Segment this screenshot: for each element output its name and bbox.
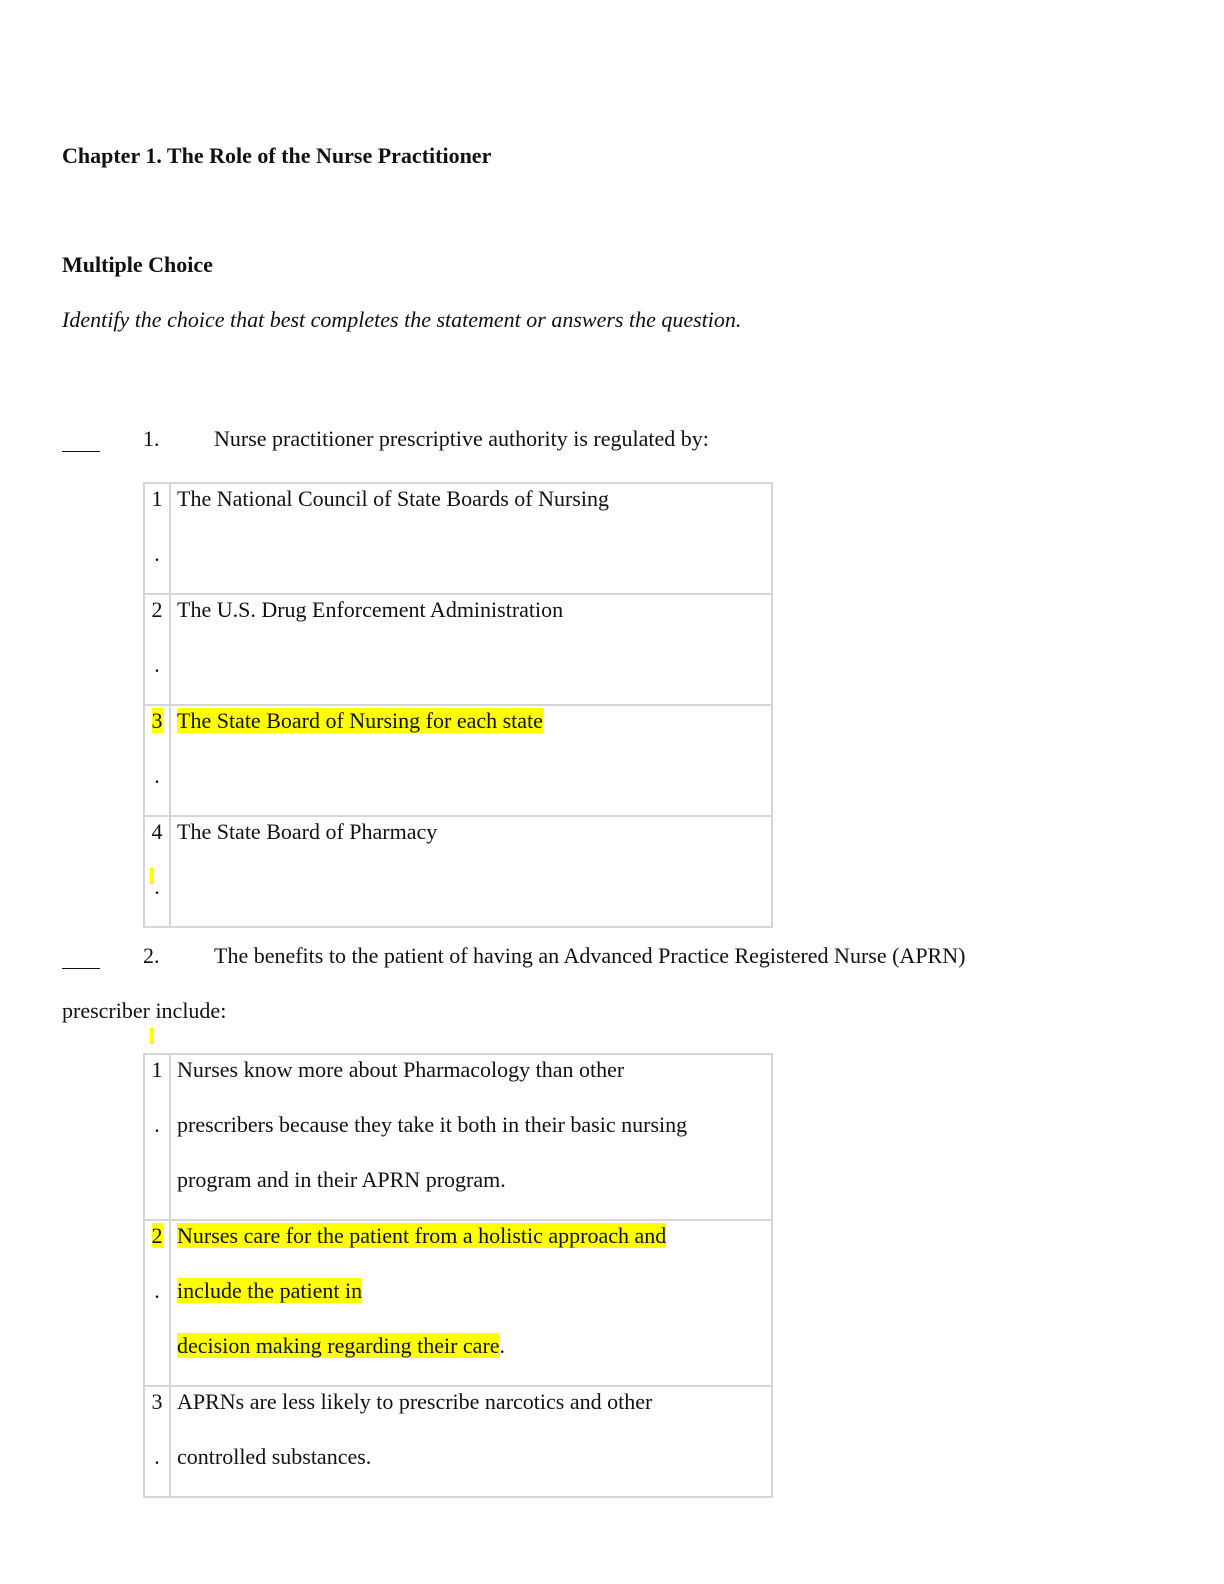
choice-dot: . bbox=[154, 763, 160, 788]
answer-blank-1[interactable] bbox=[62, 451, 100, 452]
choice-number: 1 bbox=[151, 486, 163, 511]
choice-row[interactable]: 4. The State Board of Pharmacy bbox=[143, 815, 773, 928]
choice-text-line-highlighted: Nurses care for the patient from a holis… bbox=[177, 1223, 667, 1248]
choice-row[interactable]: 2. The U.S. Drug Enforcement Administrat… bbox=[143, 593, 773, 706]
choice-text-line-highlighted: include the patient in bbox=[177, 1278, 363, 1303]
choice-number: 2 bbox=[151, 1223, 163, 1248]
choice-number: 3 bbox=[151, 708, 163, 733]
instructions: Identify the choice that best completes … bbox=[62, 307, 742, 332]
choice-number: 4 bbox=[151, 819, 163, 844]
choice-text-line: APRNs are less likely to prescribe narco… bbox=[177, 1389, 653, 1414]
choice-dot: . bbox=[154, 652, 160, 677]
choice-row-correct[interactable]: 3. The State Board of Nursing for each s… bbox=[143, 704, 773, 817]
choice-text-line: controlled substances. bbox=[177, 1444, 372, 1469]
choice-text-line: Nurses know more about Pharmacology than… bbox=[177, 1057, 625, 1082]
choice-dot: . bbox=[154, 1444, 160, 1469]
section-title: Multiple Choice bbox=[62, 252, 213, 277]
choices-table-1: 1. The National Council of State Boards … bbox=[143, 482, 773, 928]
choice-number: 2 bbox=[151, 597, 163, 622]
choice-number: 1 bbox=[151, 1057, 163, 1082]
choice-text-highlighted: The State Board of Nursing for each stat… bbox=[177, 708, 543, 733]
choice-text: The U.S. Drug Enforcement Administration bbox=[177, 597, 564, 622]
question-number: 2. bbox=[143, 943, 160, 968]
answer-blank-2[interactable] bbox=[62, 968, 100, 969]
choice-dot: . bbox=[154, 874, 160, 899]
highlight-mark bbox=[150, 1028, 154, 1044]
choice-text-line: prescribers because they take it both in… bbox=[177, 1112, 688, 1137]
choice-text: The National Council of State Boards of … bbox=[177, 486, 609, 511]
choice-trailing-period: . bbox=[499, 1333, 506, 1358]
chapter-title: Chapter 1. The Role of the Nurse Practit… bbox=[62, 143, 492, 168]
question-stem: The benefits to the patient of having an… bbox=[214, 943, 966, 968]
choice-text-line: program and in their APRN program. bbox=[177, 1167, 506, 1192]
question-number: 1. bbox=[143, 426, 160, 451]
choice-dot: . bbox=[154, 1278, 160, 1303]
choices-table-2: 1. Nurses know more about Pharmacology t… bbox=[143, 1053, 773, 1498]
highlight-mark bbox=[150, 868, 154, 884]
choice-text-line-highlighted: decision making regarding their care bbox=[177, 1333, 500, 1358]
question-stem: Nurse practitioner prescriptive authorit… bbox=[214, 426, 709, 451]
choice-row-correct[interactable]: 2. Nurses care for the patient from a ho… bbox=[143, 1219, 773, 1387]
choice-row[interactable]: 1. Nurses know more about Pharmacology t… bbox=[143, 1053, 773, 1221]
choice-row[interactable]: 3. APRNs are less likely to prescribe na… bbox=[143, 1385, 773, 1498]
choice-row[interactable]: 1. The National Council of State Boards … bbox=[143, 482, 773, 595]
choice-number: 3 bbox=[151, 1389, 163, 1414]
choice-text: The State Board of Pharmacy bbox=[177, 819, 438, 844]
question-stem-continued: prescriber include: bbox=[62, 998, 227, 1023]
choice-dot: . bbox=[154, 1112, 160, 1137]
choice-dot: . bbox=[154, 541, 160, 566]
